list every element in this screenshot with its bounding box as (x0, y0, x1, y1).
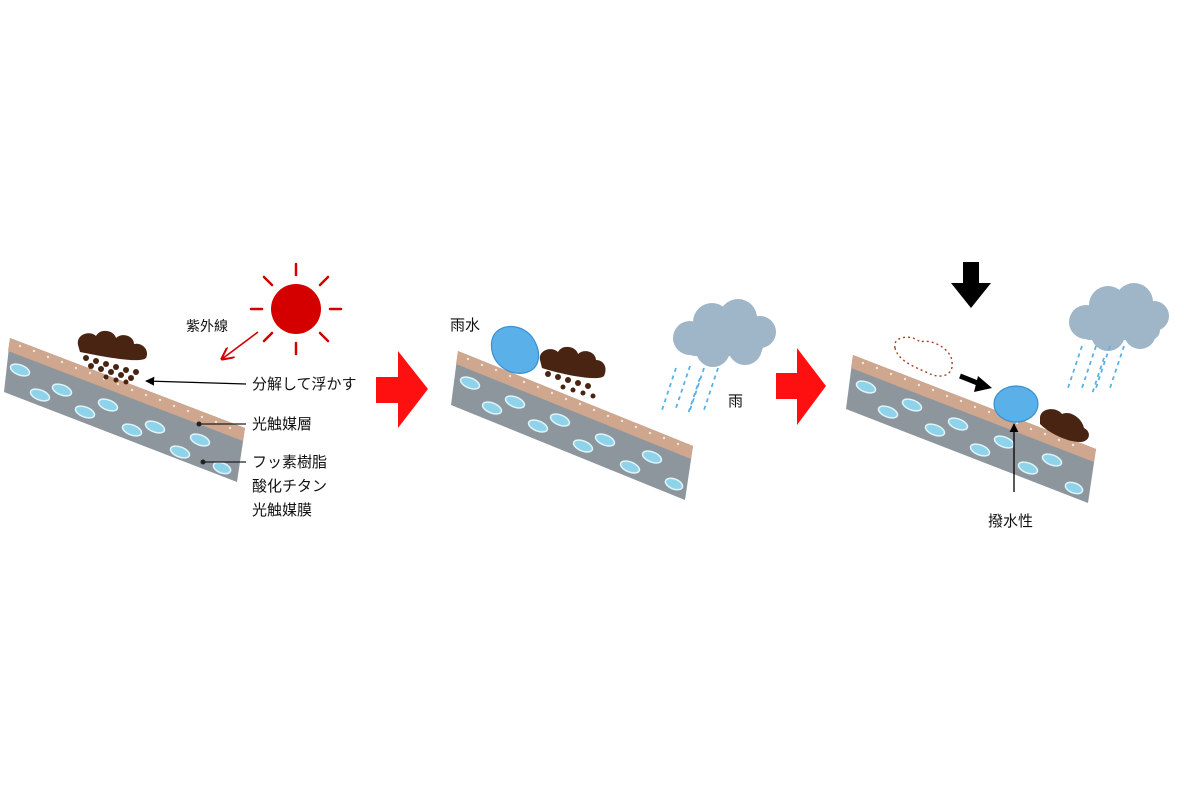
water-repellent-label: 撥水性 (988, 512, 1034, 530)
uv-label: 紫外線 (186, 319, 228, 335)
dirt-icon (539, 346, 606, 399)
decompose-leader (145, 376, 247, 386)
film-label-line-3: 光触媒膜 (252, 501, 313, 519)
rain-label: 雨 (728, 392, 744, 410)
photocatalyst-layer-label: 光触媒層 (252, 415, 313, 433)
cloud-icon (1069, 283, 1169, 351)
dirt-outline (894, 336, 953, 377)
film-label-line-1: フッ素樹脂 (252, 453, 328, 471)
coating-layer-2 (451, 351, 693, 500)
decompose-label: 分解して浮かす (252, 375, 357, 393)
rain-icon (1067, 345, 1125, 395)
rain-icon (661, 365, 719, 415)
down-arrow-icon (951, 262, 991, 308)
dirt-icon (77, 330, 148, 385)
red-arrow-icon (776, 348, 826, 425)
water-drop-icon (490, 326, 540, 374)
water-drop-icon (993, 385, 1039, 423)
film-label-line-2: 酸化チタン (252, 477, 328, 495)
panel-1 (4, 262, 343, 482)
move-arrow-icon (959, 373, 992, 392)
panel-3 (846, 262, 1169, 503)
layer-leader (196, 421, 246, 427)
red-arrow-icon (376, 351, 428, 428)
sun-icon (249, 262, 343, 356)
uv-arrow (222, 331, 259, 359)
cloud-icon (673, 299, 776, 367)
rainwater-label: 雨水 (450, 316, 481, 334)
dirt-icon (1040, 409, 1089, 442)
film-leader (200, 459, 246, 465)
panel-2 (451, 299, 776, 500)
coating-layer-1 (4, 338, 245, 482)
